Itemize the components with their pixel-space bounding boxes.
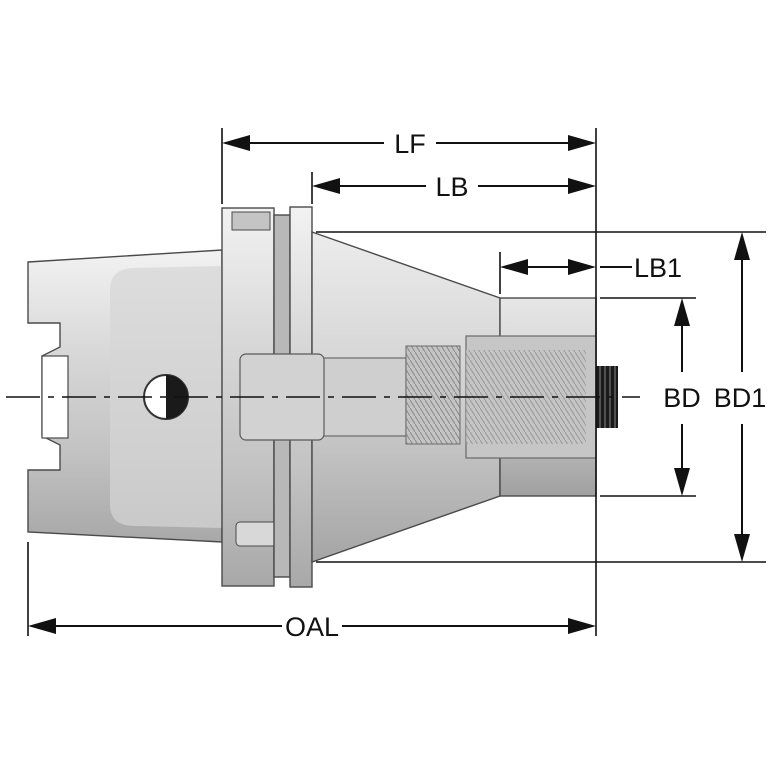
dimension-bd1: BD1: [714, 232, 767, 562]
dimension-lb1-label: LB1: [634, 253, 682, 283]
end-screw: [596, 366, 618, 428]
part-body: [27, 206, 618, 588]
dimension-bd-label: BD: [663, 383, 701, 413]
dimension-oal-label: OAL: [285, 612, 339, 642]
flange-notch-top: [231, 211, 271, 231]
dimension-lf-label: LF: [394, 129, 426, 159]
extension-lines: [27, 128, 766, 636]
dimension-bd: BD: [663, 298, 701, 496]
dimension-lb: LB: [312, 172, 596, 202]
dimension-lb-label: LB: [435, 172, 468, 202]
dimension-lf: LF: [222, 129, 596, 159]
stud-thread: [405, 345, 461, 445]
dimension-bd1-label: BD1: [714, 383, 767, 413]
dimension-lb1: LB1: [500, 253, 682, 283]
dimension-oal: OAL: [28, 612, 596, 642]
